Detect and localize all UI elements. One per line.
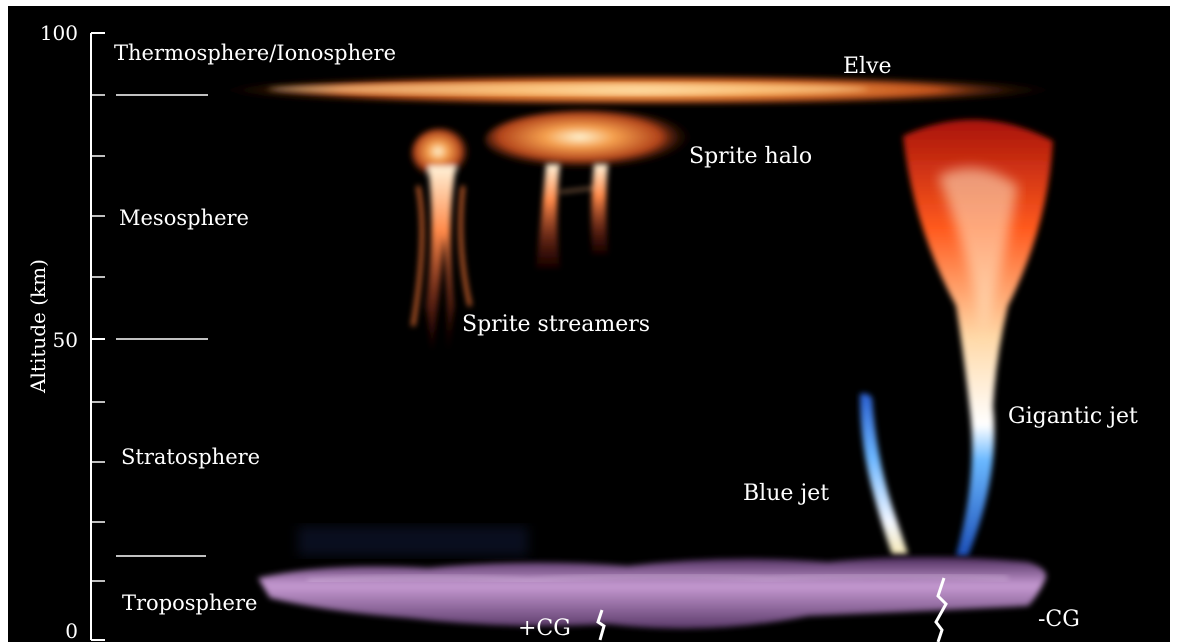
label-elve: Elve xyxy=(843,54,892,79)
label-stratosphere: Stratosphere xyxy=(121,445,260,469)
label-negative-cg: -CG xyxy=(1038,607,1080,632)
label-thermosphere: Thermosphere/Ionosphere xyxy=(114,41,396,65)
gigantic-jet-glow xyxy=(903,120,1053,556)
tick-label-0: 0 xyxy=(65,619,78,642)
elve-glow xyxy=(208,74,1068,106)
label-blue-jet: Blue jet xyxy=(743,481,829,506)
sprite-halo-glow xyxy=(485,110,695,170)
label-sprite-halo: Sprite halo xyxy=(689,144,812,169)
altitude-axis: 100 50 0 Altitude (km) xyxy=(26,21,105,642)
layer-boundaries xyxy=(116,95,208,556)
thundercloud xyxy=(258,526,1046,629)
tick-label-100: 100 xyxy=(40,21,78,45)
label-gigantic-jet: Gigantic jet xyxy=(1008,404,1138,429)
label-mesosphere: Mesosphere xyxy=(119,206,249,230)
label-positive-cg: +CG xyxy=(518,616,571,641)
tick-label-50: 50 xyxy=(53,328,78,352)
atmosphere-diagram: 100 50 0 Altitude (km) xyxy=(8,6,1170,642)
sprite-streamers-columns xyxy=(536,164,608,268)
diagram-canvas: 100 50 0 Altitude (km) xyxy=(8,6,1170,642)
blue-jet-glow xyxy=(860,394,908,555)
label-sprite-streamers: Sprite streamers xyxy=(462,312,650,337)
label-troposphere: Troposphere xyxy=(122,591,257,615)
y-axis-title: Altitude (km) xyxy=(26,259,50,394)
